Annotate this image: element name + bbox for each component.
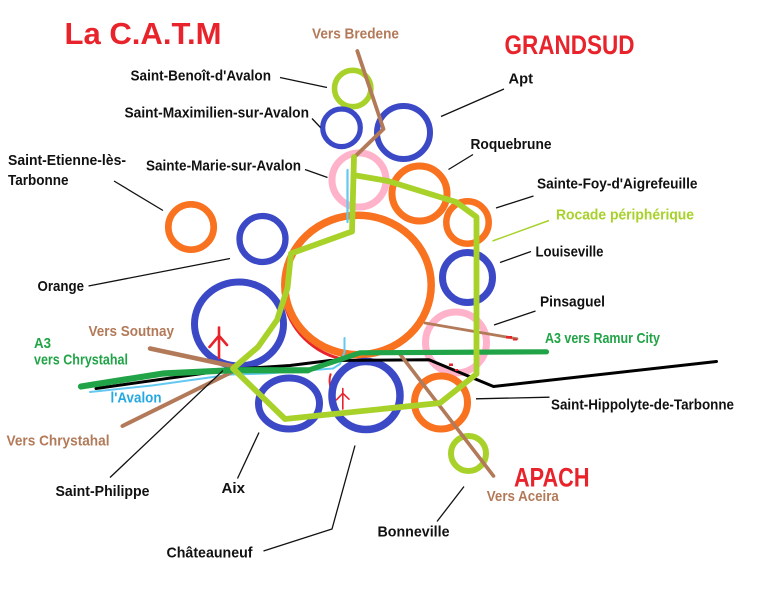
svg-text:A3 vers Ramur City: A3 vers Ramur City bbox=[545, 330, 661, 347]
svg-text:Châteauneuf: Châteauneuf bbox=[167, 545, 254, 562]
svg-text:Vers Bredene: Vers Bredene bbox=[312, 26, 399, 43]
svg-text:Saint-Etienne-lès-: Saint-Etienne-lès- bbox=[8, 152, 126, 169]
svg-text:Sainte-Marie-sur-Avalon: Sainte-Marie-sur-Avalon bbox=[146, 158, 301, 175]
svg-text:Apt: Apt bbox=[509, 71, 534, 88]
svg-text:Saint-Philippe: Saint-Philippe bbox=[56, 483, 150, 500]
svg-text:APACH: APACH bbox=[514, 463, 590, 493]
svg-text:Pinsaguel: Pinsaguel bbox=[540, 294, 605, 311]
svg-text:GRANDSUD: GRANDSUD bbox=[505, 30, 635, 60]
svg-text:Sainte-Foy-d'Aigrefeuille: Sainte-Foy-d'Aigrefeuille bbox=[537, 176, 698, 193]
svg-text:Saint-Hippolyte-de-Tarbonne: Saint-Hippolyte-de-Tarbonne bbox=[551, 397, 734, 414]
svg-text:Aix: Aix bbox=[222, 480, 246, 497]
svg-text:Louiseville: Louiseville bbox=[536, 244, 604, 261]
svg-text:Vers Soutnay: Vers Soutnay bbox=[89, 323, 175, 340]
svg-text:Saint-Benoît-d'Avalon: Saint-Benoît-d'Avalon bbox=[131, 68, 272, 85]
svg-text:La C.A.T.M: La C.A.T.M bbox=[65, 16, 222, 51]
svg-text:Vers Chrystahal: Vers Chrystahal bbox=[7, 433, 110, 450]
svg-text:Tarbonne: Tarbonne bbox=[8, 172, 69, 189]
svg-text:A3: A3 bbox=[34, 335, 51, 352]
svg-text:Rocade périphérique: Rocade périphérique bbox=[556, 207, 694, 224]
svg-text:l'Avalon: l'Avalon bbox=[111, 390, 162, 407]
svg-text:Vers Aceira: Vers Aceira bbox=[487, 488, 560, 505]
svg-text:vers Chrystahal: vers Chrystahal bbox=[34, 352, 128, 369]
svg-text:Roquebrune: Roquebrune bbox=[471, 136, 552, 153]
svg-text:Bonneville: Bonneville bbox=[378, 524, 450, 541]
svg-text:Orange: Orange bbox=[38, 278, 85, 295]
svg-text:Saint-Maximilien-sur-Avalon: Saint-Maximilien-sur-Avalon bbox=[125, 105, 310, 122]
